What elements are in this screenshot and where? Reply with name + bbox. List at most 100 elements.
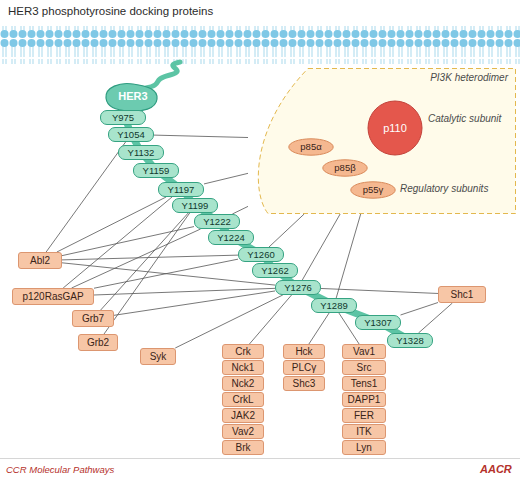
subunit-ellipse — [323, 160, 367, 176]
docking-protein-box: Grb7 — [72, 310, 114, 327]
node-text: p110 — [383, 123, 407, 134]
docking-protein-box: Brk — [222, 440, 264, 455]
node-text: JAK2 — [231, 411, 255, 421]
docking-protein-box: Vav2 — [222, 424, 264, 439]
docking-protein-box: Lyn — [342, 440, 386, 455]
phosphotyrosine-box: Y1054 — [108, 127, 154, 142]
docking-protein-box: Nck1 — [222, 360, 264, 375]
docking-protein-box: Abl2 — [18, 252, 62, 269]
node-text: ITK — [356, 427, 372, 437]
node-text: PI3K heterodimer — [430, 73, 508, 83]
docking-protein-box: Shc1 — [438, 286, 486, 303]
node-text: Y975 — [112, 113, 134, 123]
subunit-circle — [368, 101, 422, 155]
docking-protein-box: ITK — [342, 424, 386, 439]
subunit-caption: Regulatory subunits — [400, 184, 488, 194]
node-text: Abl2 — [30, 256, 50, 266]
subunit-ellipse — [351, 182, 395, 198]
phosphotyrosine-box: Y1276 — [275, 280, 321, 295]
node-text: Hck — [295, 347, 312, 357]
binding-line — [204, 173, 248, 184]
phosphotyrosine-box: Y1260 — [238, 247, 284, 262]
docking-protein-box: Nck2 — [222, 376, 264, 391]
subunit-node: p85α — [288, 138, 334, 156]
docking-protein-box: Grb2 — [78, 334, 118, 351]
phosphotyrosine-box: Y1199 — [172, 198, 218, 213]
subunit-node: p110 — [367, 100, 423, 156]
node-text: Src — [357, 363, 372, 373]
docking-protein-box: Hck — [283, 344, 325, 359]
node-text: CrkL — [232, 395, 253, 405]
diagram-title: HER3 phosphotyrosine docking proteins — [8, 5, 213, 17]
docking-protein-box: p120RasGAP — [12, 288, 94, 305]
docking-protein-box: Shc3 — [283, 376, 325, 391]
node-text: Shc3 — [293, 379, 316, 389]
node-text: Y1224 — [217, 233, 244, 243]
node-text: HER3 — [118, 91, 147, 102]
node-text: Syk — [150, 352, 167, 362]
node-text: p55γ — [363, 185, 384, 195]
node-text: Y1276 — [284, 283, 311, 293]
docking-protein-box: FER — [342, 408, 386, 423]
binding-line — [249, 295, 291, 344]
binding-line — [94, 288, 275, 295]
node-text: Y1054 — [117, 130, 144, 140]
complex-region — [258, 69, 515, 214]
binding-line — [269, 214, 304, 247]
subunit-node: p55γ — [350, 181, 396, 199]
phosphotyrosine-box: Y1328 — [387, 333, 433, 348]
publisher-logo: AACR — [480, 464, 512, 475]
node-text: Y1289 — [320, 301, 347, 311]
node-text: Grb2 — [87, 338, 109, 348]
binding-line — [302, 214, 340, 280]
node-text: Shc1 — [451, 290, 474, 300]
node-text: PLCγ — [292, 363, 316, 373]
receptor-shape — [106, 84, 157, 112]
binding-line — [321, 288, 438, 293]
binding-line — [63, 197, 172, 288]
binding-line — [101, 213, 189, 310]
binding-line — [418, 303, 452, 333]
node-text: Y1260 — [247, 250, 274, 260]
subunit-caption: Catalytic subunit — [428, 114, 501, 124]
node-text: Lyn — [356, 443, 372, 453]
node-text: Brk — [236, 443, 251, 453]
phosphotyrosine-box: Y1307 — [355, 315, 401, 330]
node-text: Y1222 — [203, 217, 230, 227]
binding-line — [336, 214, 361, 298]
binding-line — [232, 206, 248, 214]
node-text: Y1197 — [168, 185, 195, 195]
docking-protein-box: PLCγ — [283, 360, 325, 375]
node-text: Crk — [235, 347, 251, 357]
node-text: DAPP1 — [348, 395, 381, 405]
binding-line — [154, 135, 248, 137]
cell-membrane — [0, 26, 520, 64]
docking-protein-box: CrkL — [222, 392, 264, 407]
phosphotyrosine-box: Y1132 — [118, 145, 164, 160]
node-text: Y1307 — [364, 318, 391, 328]
receptor-node: HER3 — [102, 80, 160, 112]
node-text: Vav2 — [232, 427, 254, 437]
phosphotyrosine-box: Y1197 — [158, 182, 204, 197]
node-text: Grb7 — [82, 314, 104, 324]
docking-protein-box: Vav1 — [342, 344, 386, 359]
receptor-tail — [146, 62, 180, 88]
docking-protein-box: Syk — [140, 348, 176, 365]
binding-line — [46, 142, 125, 252]
phosphotyrosine-box: Y1262 — [252, 263, 298, 278]
docking-protein-box: JAK2 — [222, 408, 264, 423]
node-text: Y1199 — [182, 201, 209, 211]
binding-line — [62, 263, 275, 285]
node-text: Y1328 — [396, 336, 423, 346]
node-text: Nck1 — [232, 363, 255, 373]
node-text: Y1262 — [261, 266, 288, 276]
subunit-node: p85β — [322, 159, 368, 177]
docking-protein-box: DAPP1 — [342, 392, 386, 407]
docking-protein-box: Tens1 — [342, 376, 386, 391]
binding-line — [401, 303, 439, 316]
node-text: p85β — [334, 163, 355, 173]
phosphotyrosine-box: Y1289 — [311, 298, 357, 313]
subunit-ellipse — [289, 139, 333, 155]
